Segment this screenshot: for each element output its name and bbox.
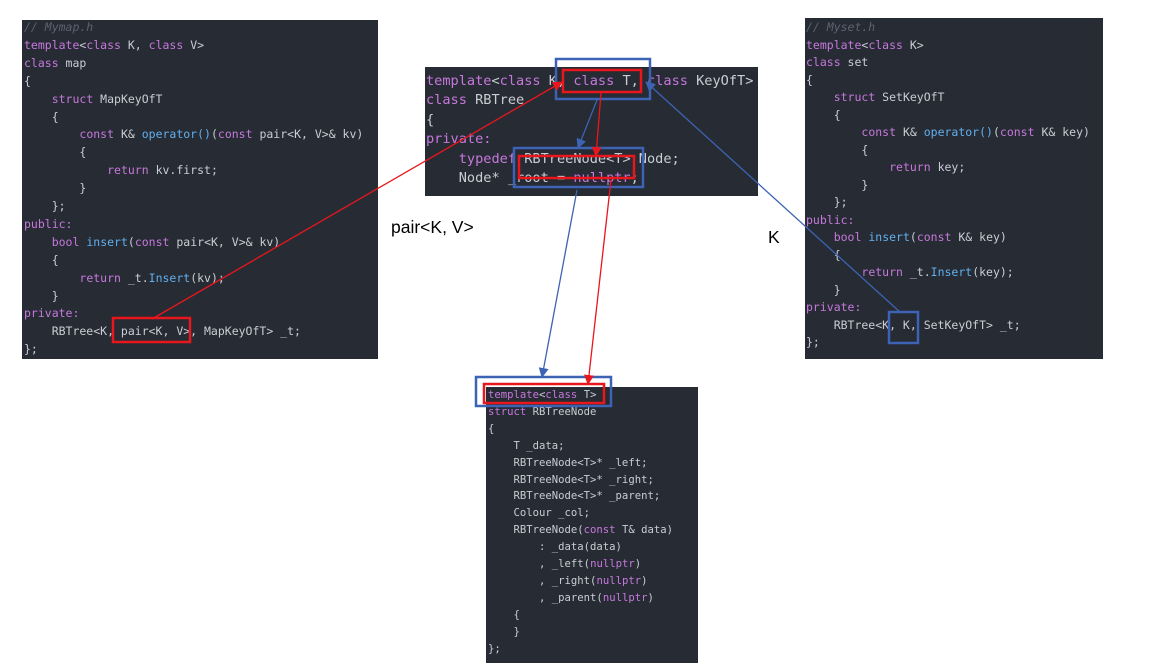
set-type-label: K [768,227,780,247]
mymap-code-line: { [24,145,87,160]
arrow-T-to-node-red [591,92,602,157]
mymap-code-line: } [24,288,59,303]
mymap-code-line: struct MapKeyOfT [51,91,163,106]
mymap-code-line: public: [24,216,73,231]
myset-code-line: struct SetKeyOfT [833,90,945,104]
myset-code-panel: // Myset.h template<class K> class set { st… [805,18,1103,359]
arrow-node-to-template-red [584,179,612,385]
mymap-code-panel: // Mymap.h template<class K, class V> clas… [22,20,378,359]
rbtreenode-code-panel: template<class T> struct RBTreeNode { T _d… [486,387,698,663]
myset-code-line: }; [806,335,820,349]
myset-code-line: return _t.Insert(key); [861,265,1014,279]
myset-code-line: }; [806,195,848,209]
arrow-T-to-node-blue [576,99,598,149]
highlight-box-rbtreenode-T-inner [517,154,636,180]
highlight-box-class-T-inner [561,68,643,94]
mymap-code-line: }; [24,342,38,357]
rbnode-code-line: Colour _col; [488,507,591,520]
mymap-code-line: private: [24,306,80,321]
myset-code-line: RBTree<K, K, SetKeyOfT> _t; [806,317,1021,332]
mymap-code-line: template<class K, class V> [24,37,205,52]
mymap-code-line: class map [24,55,87,70]
arrow-set-K-to-T [645,81,902,314]
mymap-code-line: // Mymap.h [24,20,94,34]
map-type-label: pair<K, V> [391,217,474,237]
rbnode-code-line: }; [488,642,501,655]
myset-code-line: template<class K> [806,37,924,52]
arrow-node-to-template-blue [538,189,578,378]
mymap-code-line: return kv.first; [107,163,218,178]
mymap-code-line: RBTree<K, pair<K, V>, MapKeyOfT> _t; [24,324,301,339]
rbtree-code-line: { [426,111,435,128]
arrow-map-pair-to-T [151,81,563,320]
rbtree-code-line: class RBTree [426,92,525,109]
rbnode-code-line: RBTreeNode<T>* _right; [488,473,654,486]
mymap-code-line: { [24,73,31,88]
rbnode-code-line: } [488,625,520,638]
rbnode-code-line: T _data; [488,439,565,452]
myset-code-line: bool insert(const K& key) [833,230,1007,244]
rbtree-code-line: template<class K, class T, class KeyOfT> [426,73,754,89]
myset-code-line: private: [806,300,862,314]
mymap-code-line: bool insert(const pair<K, V>& kv) [51,234,281,249]
myset-code-line: return key; [889,160,966,174]
myset-code-line: // Myset.h [806,20,876,34]
rbnode-code-line: struct RBTreeNode [488,405,597,418]
myset-code-line: public: [806,212,855,227]
myset-code-line: } [806,177,869,192]
highlight-box-class-T-outer [554,57,652,101]
rbnode-code-line: RBTreeNode(const T& data) [488,524,673,537]
myset-code-line: { [806,142,869,157]
rbnode-code-line: { [488,422,495,435]
rbtree-code-panel: template<class K, class T, class KeyOfT>… [425,67,758,196]
mymap-code-line: } [24,181,87,196]
rbtree-code-line: private: [426,131,492,148]
myset-code-line: { [806,107,841,122]
mymap-code-line: return _t.Insert(kv); [79,270,225,285]
mymap-code-line: { [24,109,59,124]
highlight-box-template-inner [482,382,606,405]
highlight-box-set-K [887,310,920,345]
rbnode-code-line: template<class T> [488,389,597,401]
rbnode-code-line: { [488,608,520,621]
mymap-code-line: { [24,252,59,267]
rbnode-code-line: , _left(nullptr) [488,558,642,570]
myset-code-line: { [806,72,813,87]
mymap-code-line: }; [24,199,66,213]
highlight-box-rbtreenode-T-outer [512,146,645,189]
rbnode-code-line: , _right(nullptr) [488,574,648,587]
myset-code-line: class set [806,55,869,69]
rbnode-code-line: RBTreeNode<T>* _parent; [488,490,661,503]
rbnode-code-line: , _parent(nullptr) [488,591,654,604]
rbnode-code-line: RBTreeNode<T>* _left; [488,456,648,469]
mymap-code-line: const K& operator()(const pair<K, V>& kv… [79,127,364,142]
rbtree-code-line: typedef RBTreeNode<T> Node; [458,150,680,167]
highlight-box-map-pair [111,316,192,344]
rbnode-code-line: : _data(data) [488,541,622,554]
highlight-box-template-outer [474,375,613,408]
myset-code-line: } [806,282,841,297]
myset-code-line: const K& operator()(const K& key) [861,125,1090,139]
